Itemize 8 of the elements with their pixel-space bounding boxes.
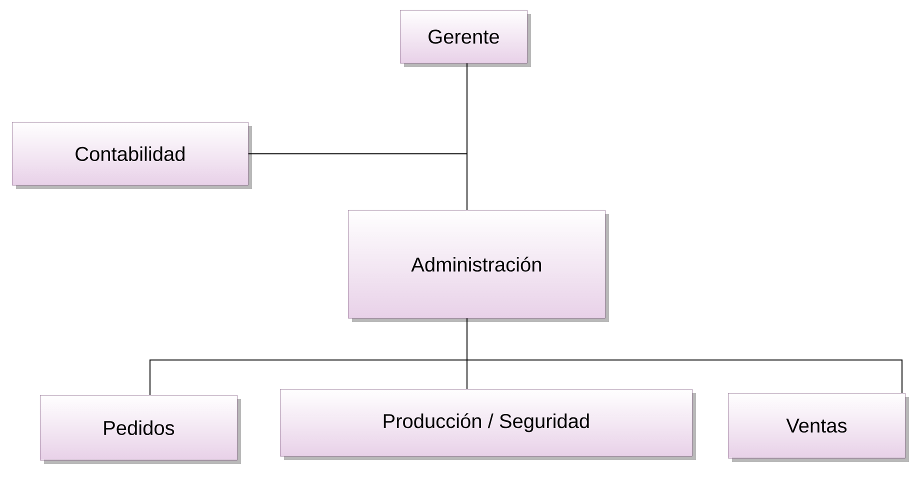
connector-line [248, 62, 468, 154]
org-box: Gerente [400, 10, 531, 67]
org-box: Ventas [728, 393, 909, 462]
org-box: Contabilidad [12, 122, 252, 189]
org-box: Pedidos [40, 395, 241, 464]
connector-line [466, 318, 902, 394]
org-box: Producción / Seguridad [280, 389, 696, 460]
org-box: Administración [348, 210, 609, 322]
